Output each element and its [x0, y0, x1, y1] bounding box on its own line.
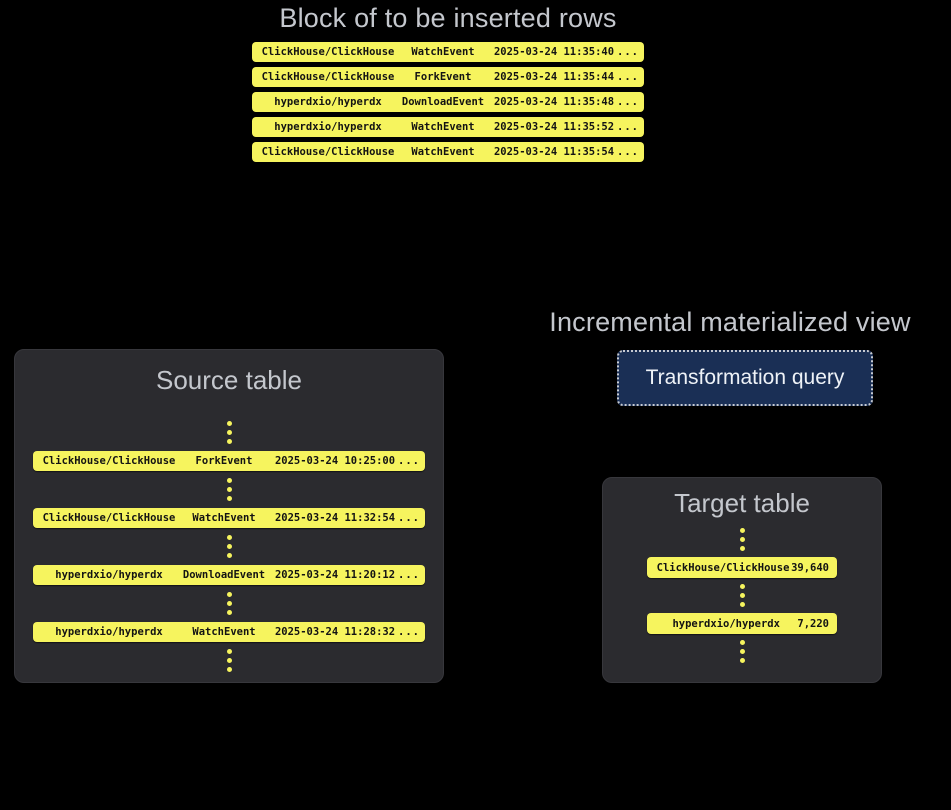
ellipsis-dots — [226, 648, 232, 673]
row-repo: ClickHouse/ClickHouse — [261, 46, 395, 58]
row-event: WatchEvent — [192, 512, 256, 524]
row-ellipsis: ... — [617, 96, 639, 108]
table-row: hyperdxio/hyperdx 7,220 — [647, 613, 837, 634]
row-repo: ClickHouse/ClickHouse — [42, 512, 176, 524]
ellipsis-dots — [226, 534, 232, 559]
row-ellipsis: ... — [617, 121, 639, 133]
row-repo: hyperdxio/hyperdx — [55, 569, 163, 581]
ellipsis-dots — [739, 583, 745, 608]
ellipsis-dots — [226, 591, 232, 616]
row-count: 39,640 — [791, 561, 829, 574]
table-row: ClickHouse/ClickHouse ForkEvent 2025-03-… — [33, 451, 425, 471]
row-event: WatchEvent — [411, 46, 475, 58]
insert-block-rows: ClickHouse/ClickHouse WatchEvent 2025-03… — [252, 42, 644, 162]
row-count: 7,220 — [797, 617, 829, 630]
ellipsis-dots — [739, 527, 745, 552]
row-repo: ClickHouse/ClickHouse — [261, 146, 395, 158]
table-row: ClickHouse/ClickHouse ForkEvent 2025-03-… — [252, 67, 644, 87]
row-ellipsis: ... — [398, 455, 420, 467]
row-event: DownloadEvent — [401, 96, 485, 108]
row-timestamp: 2025-03-24 11:32:54 — [274, 512, 396, 524]
row-timestamp: 2025-03-24 11:35:54 — [493, 146, 615, 158]
row-event: ForkEvent — [195, 455, 253, 467]
ellipsis-dots — [226, 477, 232, 502]
row-repo: hyperdxio/hyperdx — [274, 121, 382, 133]
target-table-panel: Target table ClickHouse/ClickHouse 39,64… — [602, 477, 882, 683]
materialized-view-title: Incremental materialized view — [549, 307, 911, 337]
row-event: WatchEvent — [411, 146, 475, 158]
table-row: hyperdxio/hyperdx DownloadEvent 2025-03-… — [252, 92, 644, 112]
source-table-panel: Source table ClickHouse/ClickHouse ForkE… — [14, 349, 444, 683]
row-timestamp: 2025-03-24 11:35:40 — [493, 46, 615, 58]
target-table-rows: ClickHouse/ClickHouse 39,640 hyperdxio/h… — [603, 527, 881, 664]
target-table-title: Target table — [674, 488, 810, 518]
row-repo: ClickHouse/ClickHouse — [42, 455, 176, 467]
row-event: DownloadEvent — [182, 569, 266, 581]
table-row: ClickHouse/ClickHouse 39,640 — [647, 557, 837, 578]
insert-block-title: Block of to be inserted rows — [279, 3, 617, 33]
row-ellipsis: ... — [617, 146, 639, 158]
table-row: ClickHouse/ClickHouse WatchEvent 2025-03… — [33, 508, 425, 528]
row-repo: hyperdxio/hyperdx — [672, 617, 780, 630]
source-table-rows: ClickHouse/ClickHouse ForkEvent 2025-03-… — [15, 420, 443, 673]
row-ellipsis: ... — [398, 512, 420, 524]
row-timestamp: 2025-03-24 11:35:48 — [493, 96, 615, 108]
row-timestamp: 2025-03-24 11:28:32 — [274, 626, 396, 638]
row-timestamp: 2025-03-24 11:35:52 — [493, 121, 615, 133]
row-timestamp: 2025-03-24 11:35:44 — [493, 71, 615, 83]
row-timestamp: 2025-03-24 11:20:12 — [274, 569, 396, 581]
row-repo: ClickHouse/ClickHouse — [261, 71, 395, 83]
transformation-query-button[interactable]: Transformation query — [617, 350, 873, 406]
table-row: ClickHouse/ClickHouse WatchEvent 2025-03… — [252, 142, 644, 162]
row-ellipsis: ... — [398, 569, 420, 581]
row-event: WatchEvent — [411, 121, 475, 133]
table-row: hyperdxio/hyperdx WatchEvent 2025-03-24 … — [252, 117, 644, 137]
row-ellipsis: ... — [617, 71, 639, 83]
row-event: WatchEvent — [192, 626, 256, 638]
row-timestamp: 2025-03-24 10:25:00 — [274, 455, 396, 467]
row-repo: ClickHouse/ClickHouse — [656, 561, 790, 574]
row-repo: hyperdxio/hyperdx — [274, 96, 382, 108]
row-ellipsis: ... — [398, 626, 420, 638]
source-table-title: Source table — [156, 365, 302, 395]
table-row: hyperdxio/hyperdx DownloadEvent 2025-03-… — [33, 565, 425, 585]
table-row: hyperdxio/hyperdx WatchEvent 2025-03-24 … — [33, 622, 425, 642]
ellipsis-dots — [226, 420, 232, 445]
row-repo: hyperdxio/hyperdx — [55, 626, 163, 638]
table-row: ClickHouse/ClickHouse WatchEvent 2025-03… — [252, 42, 644, 62]
ellipsis-dots — [739, 639, 745, 664]
row-ellipsis: ... — [617, 46, 639, 58]
row-event: ForkEvent — [414, 71, 472, 83]
